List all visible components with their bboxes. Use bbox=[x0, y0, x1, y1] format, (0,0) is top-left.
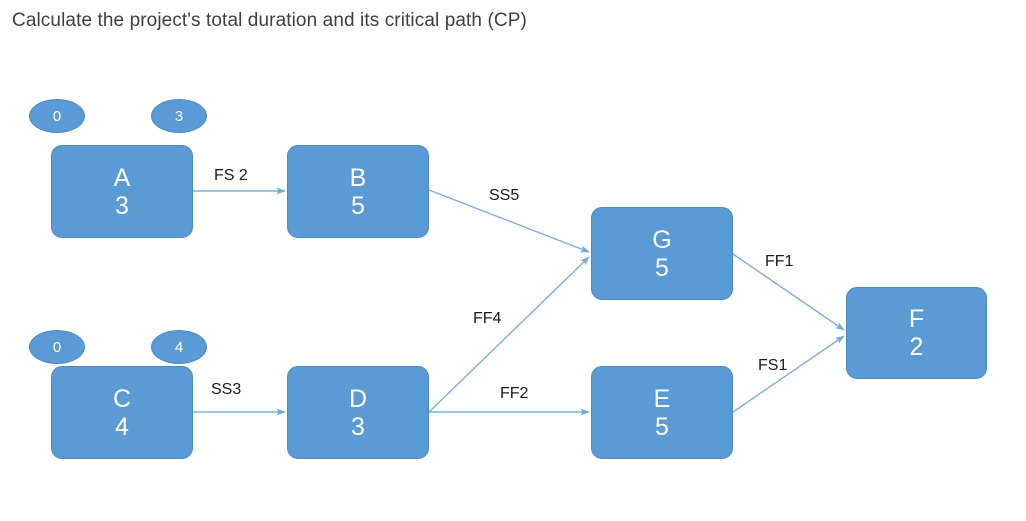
edge-label-e-f: FS1 bbox=[758, 357, 788, 374]
edge-e-f bbox=[732, 335, 845, 413]
edge-label-d-g: FF4 bbox=[473, 310, 502, 327]
edge-label-c-d: SS3 bbox=[211, 381, 242, 398]
activity-duration-g: 5 bbox=[655, 253, 669, 282]
activity-duration-d: 3 bbox=[351, 412, 365, 441]
edge-b-g bbox=[428, 189, 590, 253]
badge-c-early-finish[interactable]: 4 bbox=[151, 330, 207, 364]
edge-label-d-e: FF2 bbox=[500, 385, 529, 402]
activity-duration-b: 5 bbox=[351, 191, 365, 220]
activity-name-a: A bbox=[113, 163, 131, 192]
badge-c-early-start[interactable]: 0 bbox=[29, 330, 85, 364]
badge-a-early-start[interactable]: 0 bbox=[29, 99, 85, 133]
activity-name-f: F bbox=[908, 305, 925, 333]
edge-label-b-g: SS5 bbox=[489, 187, 520, 204]
edge-g-f bbox=[732, 253, 845, 331]
activity-duration-f: 2 bbox=[909, 333, 924, 361]
activity-name-g: G bbox=[652, 225, 672, 254]
page-title: Calculate the project's total duration a… bbox=[12, 10, 527, 31]
activity-name-e: E bbox=[653, 384, 671, 413]
activity-duration-c: 4 bbox=[115, 412, 129, 441]
edge-label-a-b: FS 2 bbox=[214, 167, 248, 184]
activity-name-b: B bbox=[349, 163, 367, 192]
activity-duration-a: 3 bbox=[115, 191, 129, 220]
activity-name-d: D bbox=[348, 384, 368, 413]
activity-name-c: C bbox=[112, 384, 132, 413]
edge-label-g-f: FF1 bbox=[765, 253, 794, 270]
edge-d-g bbox=[428, 256, 590, 413]
activity-duration-e: 5 bbox=[655, 412, 669, 441]
badge-a-early-finish[interactable]: 3 bbox=[151, 99, 207, 133]
